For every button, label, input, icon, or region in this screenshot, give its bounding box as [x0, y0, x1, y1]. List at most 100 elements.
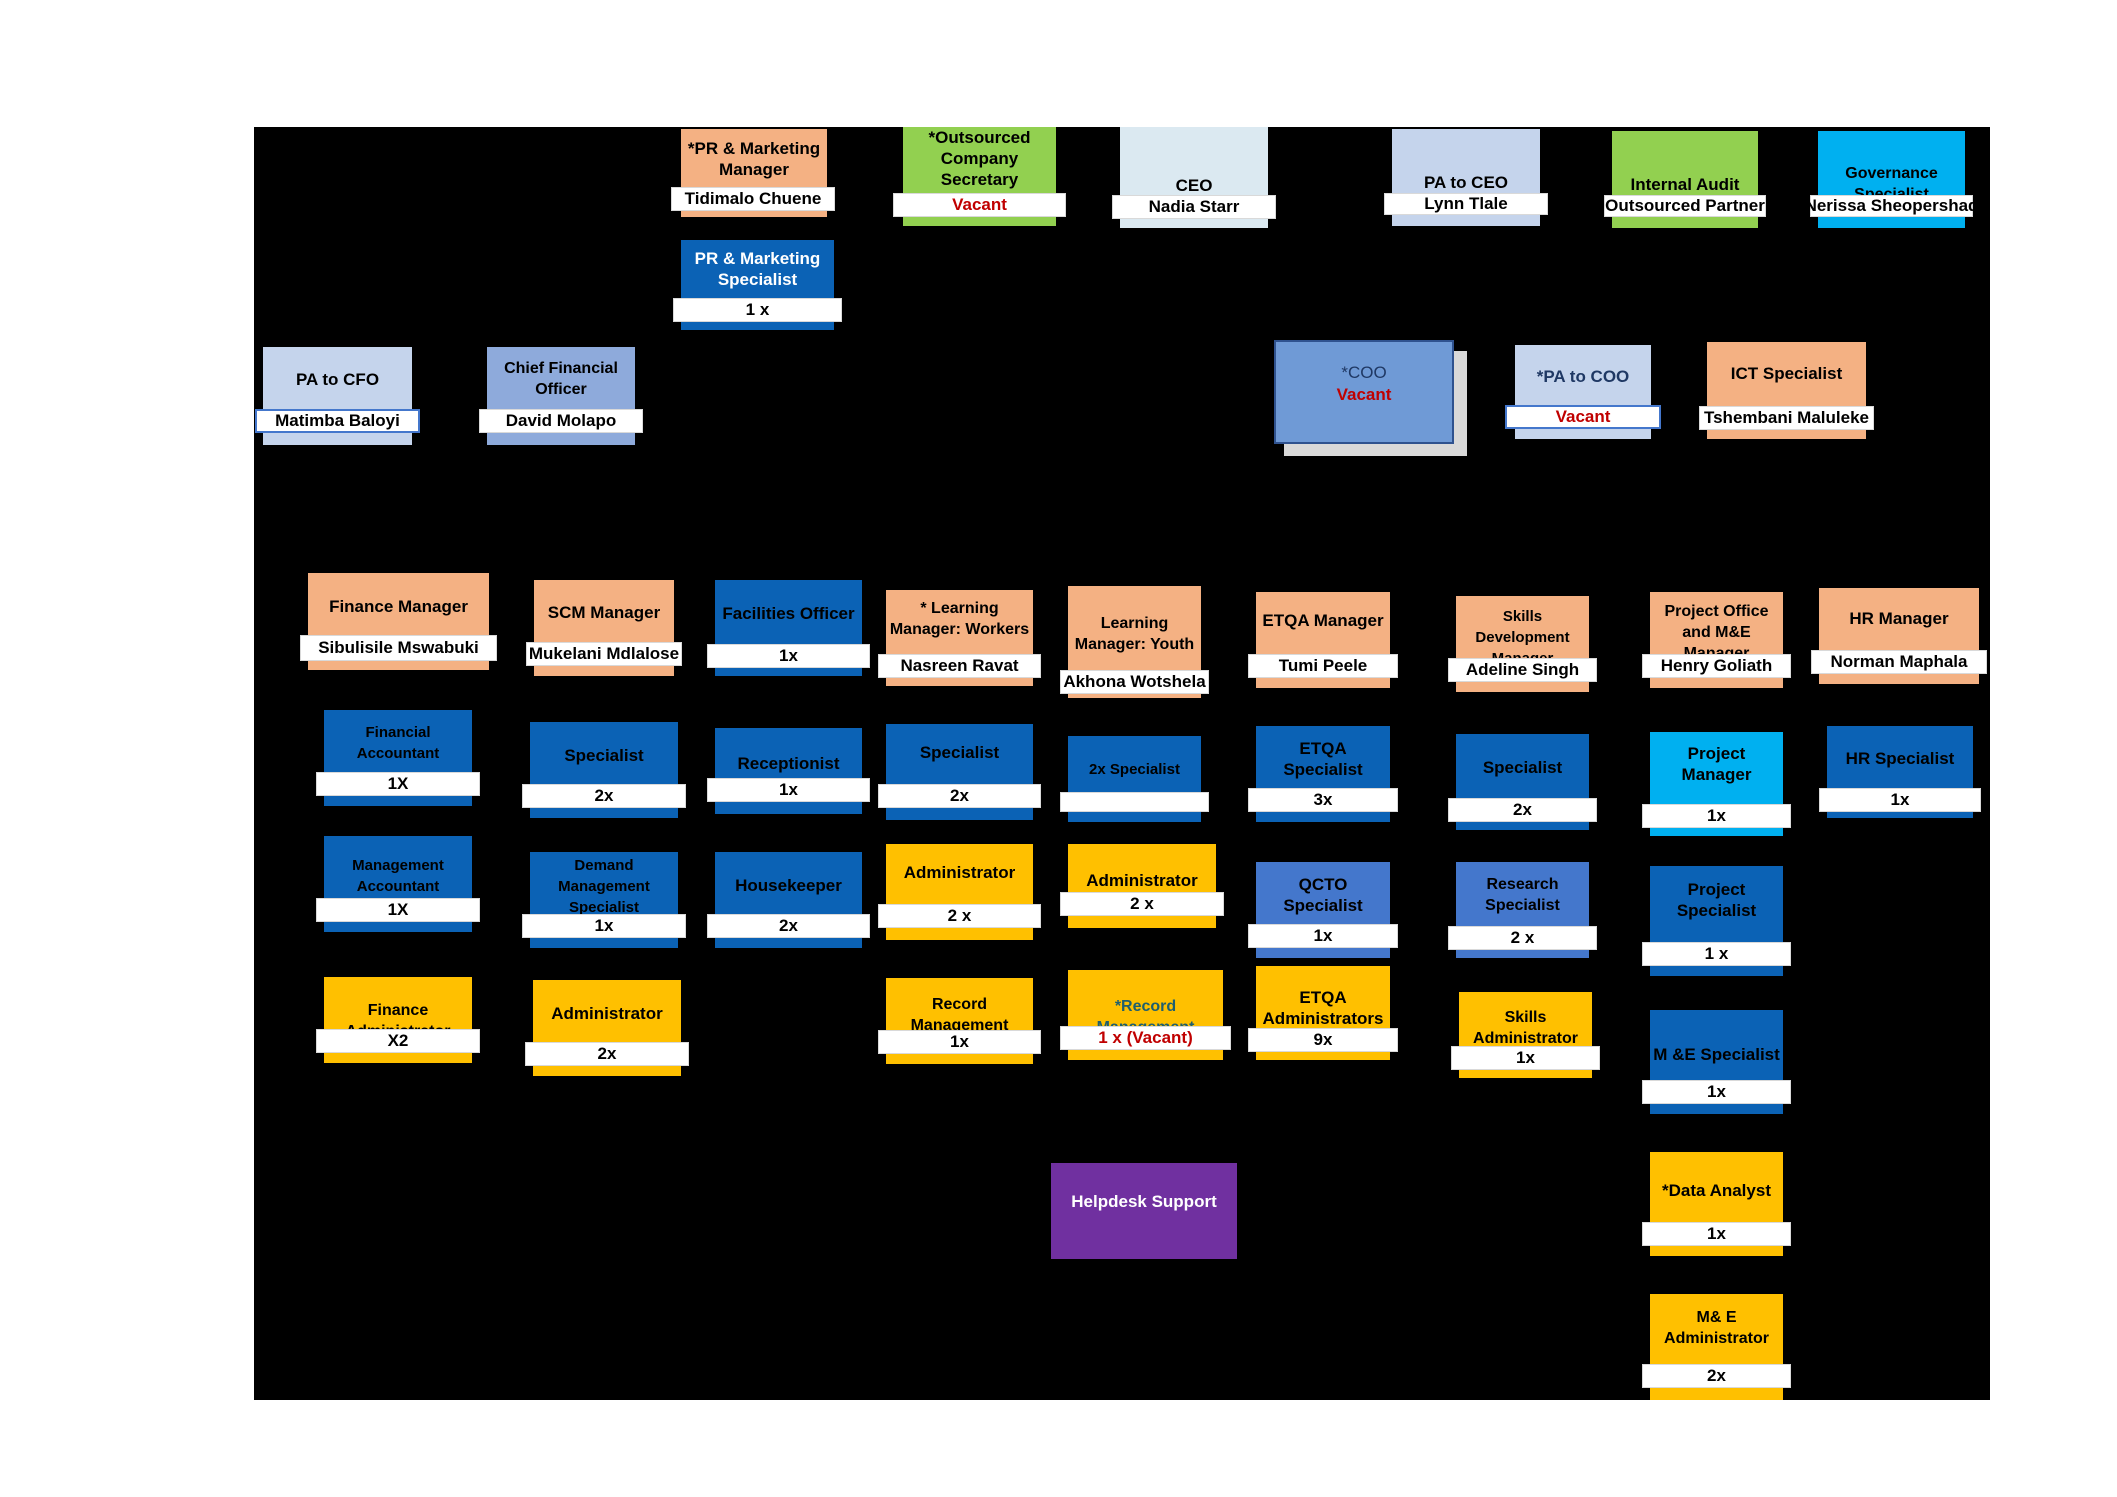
- scm-manager-box: SCM Manager Mukelani Mdlalose: [526, 580, 682, 676]
- skills-development-manager-box: Skills Development Manager Adeline Singh: [1448, 596, 1597, 692]
- ict-specialist-box: ICT Specialist Tshembani Maluleke: [1699, 342, 1874, 439]
- qcto-specialist-count: 1x: [1248, 924, 1398, 948]
- scm-specialist-count: 2x: [522, 784, 686, 808]
- etqa-specialist-count: 3x: [1248, 788, 1398, 812]
- scm-specialist-box: Specialist 2x: [522, 722, 686, 818]
- coo-title: *COO: [1341, 362, 1387, 382]
- housekeeper-box: Housekeeper 2x: [707, 852, 870, 948]
- governance-specialist-name: Nerissa Sheopershad: [1804, 195, 1979, 217]
- etqa-manager-box: ETQA Manager Tumi Peele: [1248, 592, 1398, 688]
- ceo-box: CEO Nadia Starr: [1112, 127, 1276, 228]
- pa-to-coo-box: *PA to COO Vacant: [1505, 345, 1661, 439]
- pr-marketing-specialist-count: 1 x: [673, 298, 842, 322]
- ict-specialist-name: Tshembani Maluleke: [1699, 406, 1874, 430]
- etqa-manager-title: ETQA Manager: [1262, 610, 1384, 630]
- internal-audit-title: Internal Audit: [1630, 174, 1740, 194]
- research-specialist-box: Research Specialist 2 x: [1448, 862, 1597, 958]
- youth-administrator-box: Administrator 2 x: [1060, 844, 1224, 928]
- workers-administrator-box: Administrator 2 x: [878, 844, 1041, 940]
- housekeeper-title: Housekeeper: [735, 875, 842, 895]
- hr-specialist-title: HR Specialist: [1845, 748, 1955, 768]
- youth-administrator-count: 2 x: [1060, 892, 1224, 916]
- pa-to-cfo-box: PA to CFO Matimba Baloyi: [255, 347, 420, 445]
- scm-manager-name: Mukelani Mdlalose: [526, 642, 682, 666]
- scm-specialist-title: Specialist: [564, 745, 644, 765]
- learning-manager-youth-box: Learning Manager: Youth Akhona Wotshela: [1060, 586, 1209, 698]
- me-specialist-count: 1x: [1642, 1080, 1791, 1104]
- governance-specialist-box: Governance Specialist Nerissa Sheopersha…: [1805, 131, 1978, 228]
- facilities-officer-box: Facilities Officer 1x: [707, 580, 870, 676]
- research-specialist-title: Research Specialist: [1485, 876, 1560, 914]
- youth-specialist-blank: [1060, 792, 1209, 812]
- youth-administrator-title: Administrator: [1086, 870, 1198, 890]
- finance-administrator-box: Finance Administrator X2: [316, 977, 480, 1063]
- hr-specialist-box: HR Specialist 1x: [1819, 726, 1981, 818]
- pa-to-cfo-title: PA to CFO: [295, 369, 380, 389]
- skills-specialist-box: Specialist 2x: [1448, 734, 1597, 830]
- pa-to-coo-title: *PA to COO: [1536, 366, 1630, 386]
- finance-manager-box: Finance Manager Sibulisile Mswabuki: [300, 573, 497, 670]
- hr-manager-title: HR Manager: [1849, 608, 1949, 628]
- cfo-title: Chief Financial Officer: [504, 360, 618, 398]
- financial-accountant-box: Financial Accountant 1X: [316, 710, 480, 806]
- pr-marketing-manager-name: Tidimalo Chuene: [671, 187, 835, 211]
- finance-manager-title: Finance Manager: [329, 596, 468, 616]
- pa-to-coo-status: Vacant: [1505, 405, 1661, 429]
- me-administrator-count: 2x: [1642, 1364, 1791, 1388]
- etqa-administrators-title: ETQA Administrators: [1262, 988, 1384, 1028]
- pa-to-ceo-name: Lynn Tlale: [1384, 193, 1548, 215]
- demand-management-specialist-box: Demand Management Specialist 1x: [522, 852, 686, 948]
- learning-manager-workers-name: Nasreen Ravat: [878, 654, 1041, 678]
- management-accountant-title: Management Accountant: [352, 857, 444, 895]
- facilities-officer-title: Facilities Officer: [722, 603, 855, 623]
- company-secretary-status: Vacant: [893, 193, 1066, 217]
- finance-administrator-count: X2: [316, 1029, 480, 1053]
- ict-specialist-title: ICT Specialist: [1730, 363, 1843, 383]
- receptionist-count: 1x: [707, 778, 870, 802]
- workers-record-management-title: Record Management: [910, 996, 1009, 1034]
- pr-marketing-manager-title: *PR & Marketing Manager: [687, 139, 821, 179]
- etqa-manager-name: Tumi Peele: [1248, 654, 1398, 678]
- workers-administrator-count: 2 x: [878, 904, 1041, 928]
- project-manager-box: Project Manager 1x: [1642, 732, 1791, 836]
- internal-audit-box: Internal Audit Outsourced Partner: [1604, 131, 1766, 228]
- ceo-name: Nadia Starr: [1112, 195, 1276, 219]
- pr-marketing-specialist-box: PR & Marketing Specialist 1 x: [673, 240, 842, 330]
- ceo-title: CEO: [1175, 175, 1213, 195]
- etqa-specialist-box: ETQA Specialist 3x: [1248, 726, 1398, 822]
- management-accountant-count: 1X: [316, 898, 480, 922]
- hr-manager-box: HR Manager Norman Maphala: [1811, 588, 1987, 684]
- project-specialist-box: Project Specialist 1 x: [1642, 866, 1791, 976]
- project-office-manager-name: Henry Goliath: [1642, 654, 1791, 678]
- financial-accountant-title: Financial Accountant: [356, 724, 440, 762]
- skills-administrator-count: 1x: [1451, 1046, 1600, 1070]
- skills-development-manager-name: Adeline Singh: [1448, 658, 1597, 682]
- skills-specialist-count: 2x: [1448, 798, 1597, 822]
- youth-record-management-count: 1 x (Vacant): [1060, 1026, 1231, 1050]
- company-secretary-title: *Outsourced Company Secretary: [928, 127, 1031, 189]
- scm-administrator-box: Administrator 2x: [525, 980, 689, 1076]
- workers-record-management-box: Record Management 1x: [878, 978, 1041, 1064]
- research-specialist-count: 2 x: [1448, 926, 1597, 950]
- etqa-administrators-count: 9x: [1248, 1028, 1398, 1052]
- financial-accountant-count: 1X: [316, 772, 480, 796]
- governance-specialist-title: Governance Specialist: [1845, 165, 1938, 203]
- project-specialist-count: 1 x: [1642, 942, 1791, 966]
- youth-specialist-box: 2x Specialist: [1060, 736, 1209, 822]
- finance-manager-name: Sibulisile Mswabuki: [300, 635, 497, 661]
- internal-audit-name: Outsourced Partner: [1604, 195, 1766, 217]
- skills-specialist-title: Specialist: [1482, 757, 1563, 777]
- company-secretary-box: *Outsourced Company Secretary Vacant: [893, 127, 1066, 226]
- workers-specialist-title: Specialist: [919, 742, 1000, 762]
- learning-manager-youth-title: Learning Manager: Youth: [1074, 615, 1195, 653]
- me-specialist-box: M &E Specialist 1x: [1642, 1010, 1791, 1114]
- youth-record-management-box: *Record Management 1 x (Vacant): [1060, 970, 1231, 1060]
- coo-box: *COO Vacant: [1274, 340, 1454, 444]
- management-accountant-box: Management Accountant 1X: [316, 836, 480, 932]
- hr-specialist-count: 1x: [1819, 788, 1981, 812]
- workers-record-management-count: 1x: [878, 1030, 1041, 1054]
- project-office-manager-box: Project Office and M&E Manager Henry Gol…: [1642, 592, 1791, 688]
- scm-manager-title: SCM Manager: [547, 602, 661, 622]
- learning-manager-youth-name: Akhona Wotshela: [1060, 670, 1209, 694]
- learning-manager-workers-title: * Learning Manager: Workers: [889, 600, 1030, 638]
